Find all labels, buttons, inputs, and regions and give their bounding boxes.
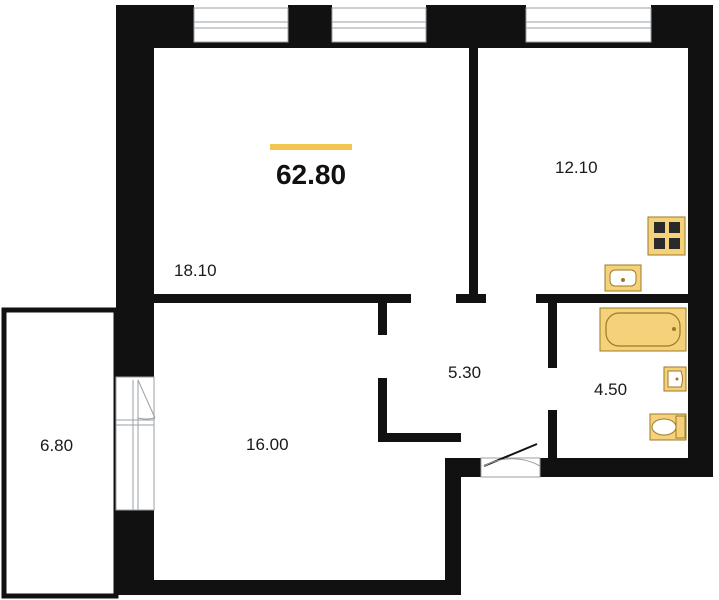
wall-partition-top-rooms — [469, 47, 478, 303]
window-2 — [331, 7, 427, 43]
window-1 — [193, 7, 289, 43]
wall-hall-horizontal — [378, 433, 461, 442]
stove-icon — [647, 216, 686, 256]
bathtub-icon — [599, 307, 687, 352]
room-area-balcony: 6.80 — [40, 436, 73, 455]
balcony — [1, 307, 156, 599]
room-area-top-right: 12.10 — [555, 158, 598, 177]
windows — [193, 7, 652, 43]
kitchen-sink-icon — [604, 264, 642, 292]
total-area-label: 62.80 — [276, 159, 346, 190]
wall-bath-bottom — [540, 458, 713, 477]
wall-entry-left — [445, 458, 481, 477]
room-area-hallway: 5.30 — [448, 363, 481, 382]
wall-bath-left-lower — [548, 410, 557, 470]
wall-bath-left-upper — [548, 303, 557, 368]
walls — [116, 5, 713, 595]
wall-bottom-right-vertical — [445, 458, 461, 595]
wall-hall-stub-top — [378, 303, 387, 335]
toilet-icon — [649, 413, 687, 441]
wall-hall-vertical — [378, 378, 387, 442]
wall-right — [688, 5, 713, 477]
room-area-top-left: 18.10 — [174, 261, 217, 280]
wall-bottom — [116, 580, 461, 595]
total-area-accent-bar — [270, 144, 352, 150]
wall-left-upper — [116, 5, 154, 377]
window-3 — [525, 7, 652, 43]
wall-top-band — [116, 40, 713, 48]
washbasin-icon — [663, 366, 687, 392]
balcony-door — [115, 376, 156, 511]
entrance-door — [480, 443, 541, 478]
balcony-outline — [1, 307, 119, 599]
room-area-bottom-left: 16.00 — [246, 435, 289, 454]
wall-partition-top-left — [154, 294, 411, 303]
room-area-bathroom: 4.50 — [594, 380, 627, 399]
wall-bath-top — [536, 294, 696, 303]
